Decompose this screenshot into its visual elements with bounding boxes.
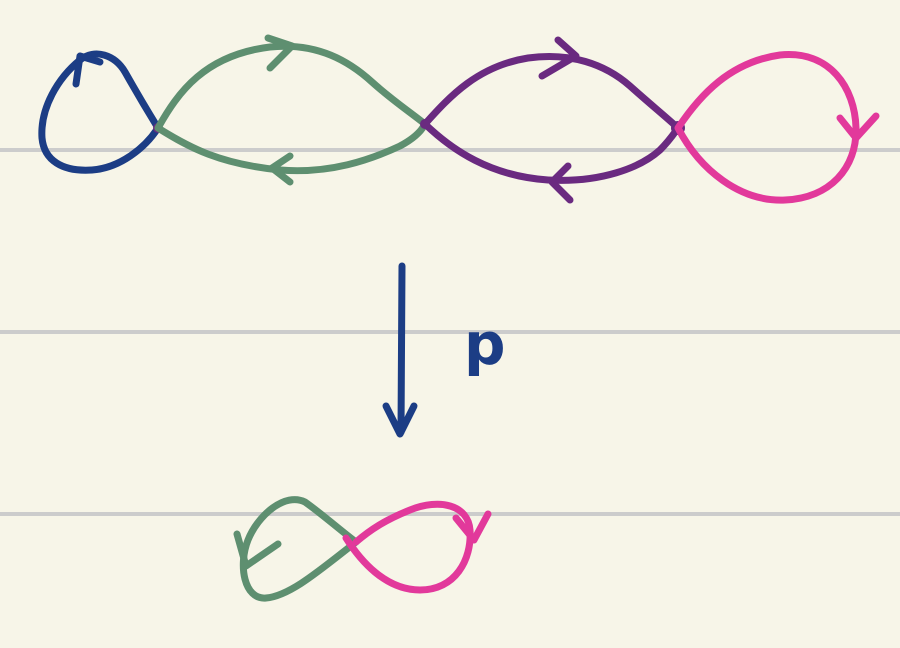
purple-lower-edge [421,120,682,184]
ruled-line [0,148,900,152]
green-base-loop [239,496,360,602]
pink-base-loop [342,500,474,594]
pink-loop [674,51,860,204]
ruled-line [0,330,900,334]
green-upper-arrow-icon [264,34,296,72]
base-space [233,496,492,602]
green-lower-edge [154,120,429,175]
covering-graph [38,34,880,204]
ruled-line [0,512,900,516]
pink-loop-arrow-icon [836,112,880,142]
purple-upper-edge [421,52,682,132]
green-base-arrow-icon [233,530,282,570]
green-upper-edge [154,42,429,132]
pink-base-arrow-icon [452,510,492,544]
blue-loop-arrow-icon [72,52,104,88]
covering-map: p [382,262,506,438]
green-lower-arrow-icon [268,152,294,186]
blue-loop [38,50,162,174]
down-arrow-icon [382,402,418,438]
map-label: p [464,310,506,378]
purple-lower-arrow-icon [548,162,574,204]
down-arrow-shaft [397,262,406,436]
purple-upper-arrow-icon [538,36,580,80]
